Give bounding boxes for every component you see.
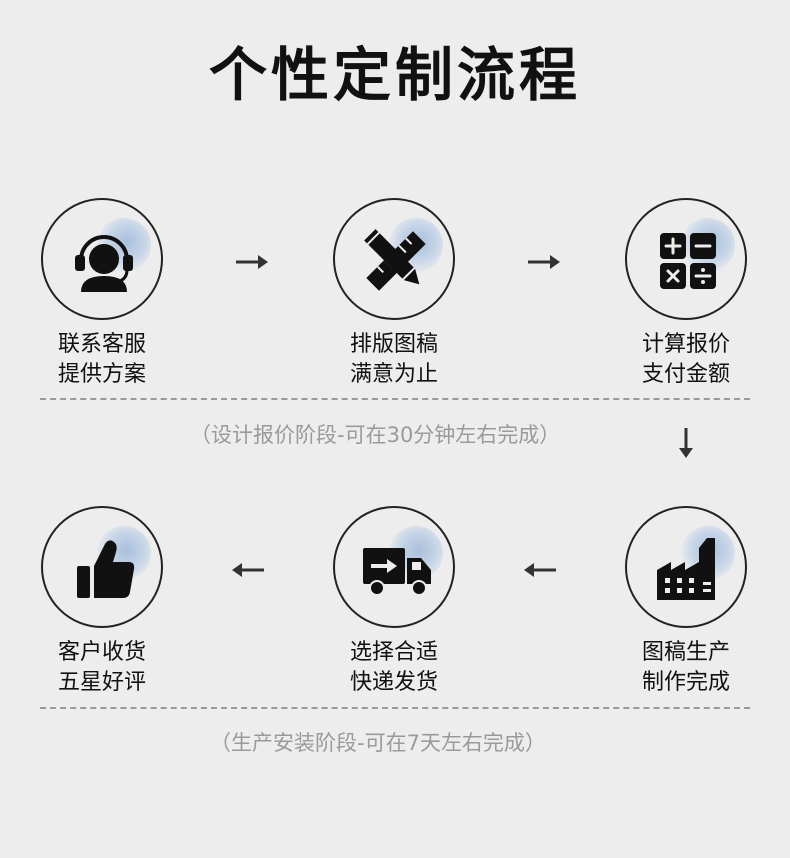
step-label: 选择合适 快递发货 — [349, 640, 438, 695]
step-circle — [333, 198, 455, 320]
step-production: 图稿生产 制作完成 — [596, 506, 776, 698]
page-title: 个性定制流程 — [208, 41, 581, 109]
customer-service-headset-icon — [75, 235, 133, 292]
step-express-delivery: 选择合适 快递发货 — [304, 506, 484, 698]
arrow-left-icon — [524, 563, 556, 577]
step-circle — [333, 506, 455, 628]
step-quote-payment: 计算报价 支付金额 — [596, 198, 776, 390]
arrow-right-icon — [236, 255, 268, 269]
step-contact-service: 联系客服 提供方案 — [12, 198, 192, 390]
arrow-right-icon — [528, 255, 560, 269]
design-phase-note: （设计报价阶段-可在30分钟左右完成） — [190, 423, 561, 447]
pencil-ruler-icon — [364, 229, 426, 291]
step-label: 图稿生产 制作完成 — [641, 640, 730, 695]
step-circle — [625, 506, 747, 628]
calculator-icon — [660, 233, 716, 289]
step-label: 联系客服 提供方案 — [57, 332, 146, 387]
production-phase-note: （生产安装阶段-可在7天左右完成） — [210, 731, 546, 755]
delivery-truck-icon — [363, 548, 431, 596]
divider — [40, 707, 750, 709]
divider — [40, 398, 750, 400]
factory-icon — [657, 538, 715, 600]
step-label: 客户收货 五星好评 — [57, 640, 146, 695]
thumbs-up-icon — [77, 540, 135, 598]
arrow-down-icon — [679, 428, 693, 458]
step-label: 计算报价 支付金额 — [641, 332, 730, 387]
step-circle — [625, 198, 747, 320]
step-label: 排版图稿 满意为止 — [349, 332, 438, 387]
step-circle — [41, 198, 163, 320]
step-receive-review: 客户收货 五星好评 — [12, 506, 192, 698]
arrow-left-icon — [232, 563, 264, 577]
step-layout-draft: 排版图稿 满意为止 — [304, 198, 484, 390]
step-circle — [41, 506, 163, 628]
